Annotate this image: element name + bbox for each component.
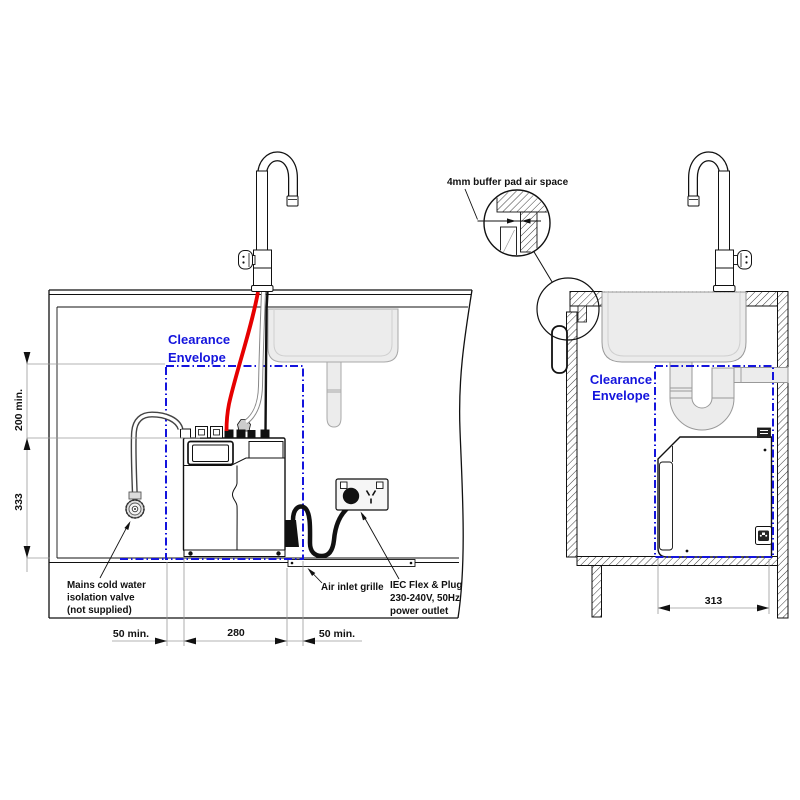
tap-side: [687, 151, 752, 292]
tap-spout: [286, 195, 299, 207]
sink-drain-pipe: [326, 361, 342, 393]
dim-left-gap: 50 min.: [113, 628, 149, 640]
power-outlet: [335, 478, 389, 511]
tap-handle: [737, 250, 752, 270]
callouts: Mains cold water isolation valve (not su…: [67, 332, 652, 617]
sink-front: [267, 308, 399, 428]
vent-tube: [264, 291, 269, 433]
clearance-envelope-front-label1: Clearance: [168, 332, 230, 347]
dimension-arrows: [23, 352, 769, 645]
side-view: [551, 151, 789, 619]
clearance-envelope-side-label1: Clearance: [590, 372, 652, 387]
outlet-screw: [340, 481, 348, 489]
cabinet-front-panel-section: [566, 311, 578, 558]
valve-label-line3: (not supplied): [67, 605, 132, 616]
buffer-pad: [577, 305, 587, 323]
valve-label-line2: isolation valve: [67, 593, 135, 604]
cabinet-leg-section: [591, 565, 602, 618]
unit-base: [183, 549, 286, 557]
door-handle: [551, 325, 568, 374]
unit-top-connector: [757, 427, 771, 438]
clearance-envelope-front-outline: [165, 365, 304, 560]
drain-outlet-pipe: [733, 367, 789, 383]
detail-circle-small: [536, 277, 600, 341]
buffer-pad-leader: [464, 188, 490, 222]
air-inlet-grille-strip: [287, 559, 416, 567]
counter-break-edge: [457, 289, 473, 619]
tap-front: [238, 151, 299, 292]
hot-water-tube: [224, 291, 260, 432]
dim-top-clearance: 200 min.: [13, 389, 25, 431]
dimensions: 50 min. 280 50 min. 313 200 min. 333: [13, 352, 770, 646]
detail-pad-section: [520, 211, 538, 253]
valve-label-line1: Mains cold water: [67, 580, 146, 591]
wall-section: [777, 291, 789, 619]
clearance-envelope-front-label2: Envelope: [168, 350, 226, 365]
cabinet-side: [551, 291, 789, 619]
air-inlet-label: Air inlet grille: [321, 582, 384, 593]
dim-right-gap: 50 min.: [319, 628, 355, 640]
dim-unit-width: 280: [227, 627, 245, 639]
cold-water-hose: [130, 411, 184, 499]
clearance-envelope-side-label2: Envelope: [592, 388, 650, 403]
dim-unit-depth: 313: [705, 595, 723, 607]
buffer-pad-label: 4mm buffer pad air space: [447, 177, 569, 188]
unit-door-seam: [231, 465, 238, 552]
clearance-envelope-side-outline: [654, 365, 774, 558]
tap-spout: [687, 195, 700, 207]
front-view: [48, 151, 473, 619]
dim-unit-height: 333: [13, 493, 25, 511]
heater-unit-front: [180, 419, 286, 557]
tap-handle: [238, 250, 253, 270]
unit-top-fittings: [180, 419, 270, 439]
heater-unit-side: [657, 427, 773, 558]
outlet-screw: [376, 481, 384, 489]
buffer-pad-detail: 4mm buffer pad air space: [447, 177, 600, 341]
sink-side: [601, 291, 747, 363]
iec-label-line1: IEC Flex & Plug: [390, 580, 462, 591]
isolation-valve: [125, 491, 145, 519]
iec-label-line2: 230-240V, 50Hz: [390, 593, 460, 604]
unit-front-grille: [659, 461, 673, 551]
buffer-pad-notch: [569, 306, 577, 313]
p-trap: [669, 361, 789, 431]
plug-inserted: [342, 487, 360, 505]
iec-label-line3: power outlet: [390, 606, 449, 617]
cabinet-front: [48, 289, 473, 619]
